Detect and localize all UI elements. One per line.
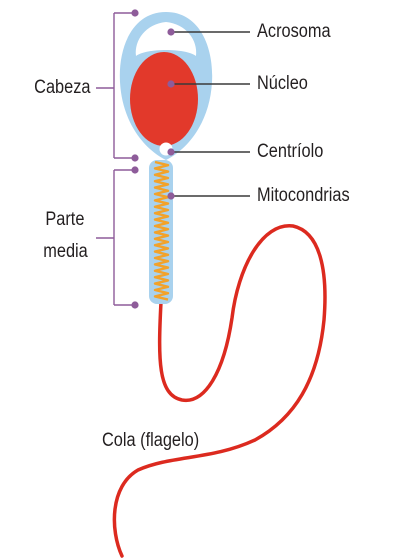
label-nucleo: Núcleo	[257, 74, 308, 93]
leader-dot-acrosoma	[167, 28, 174, 35]
leader-dot-nucleo	[167, 80, 174, 87]
label-parte-media-line1: Parte	[45, 210, 84, 229]
label-centriolo: Centríolo	[257, 142, 323, 161]
leader-dot-centriolo	[167, 148, 174, 155]
label-acrosoma: Acrosoma	[257, 22, 331, 41]
label-mitocondrias: Mitocondrias	[257, 186, 350, 205]
nucleus	[130, 52, 198, 146]
flagellum	[114, 226, 325, 556]
label-cabeza: Cabeza	[34, 78, 90, 97]
label-cola: Cola (flagelo)	[102, 431, 199, 450]
label-parte-media-line2: media	[43, 242, 88, 261]
leader-dot-mitocondrias	[167, 192, 174, 199]
bracket-parte-media	[96, 166, 139, 308]
